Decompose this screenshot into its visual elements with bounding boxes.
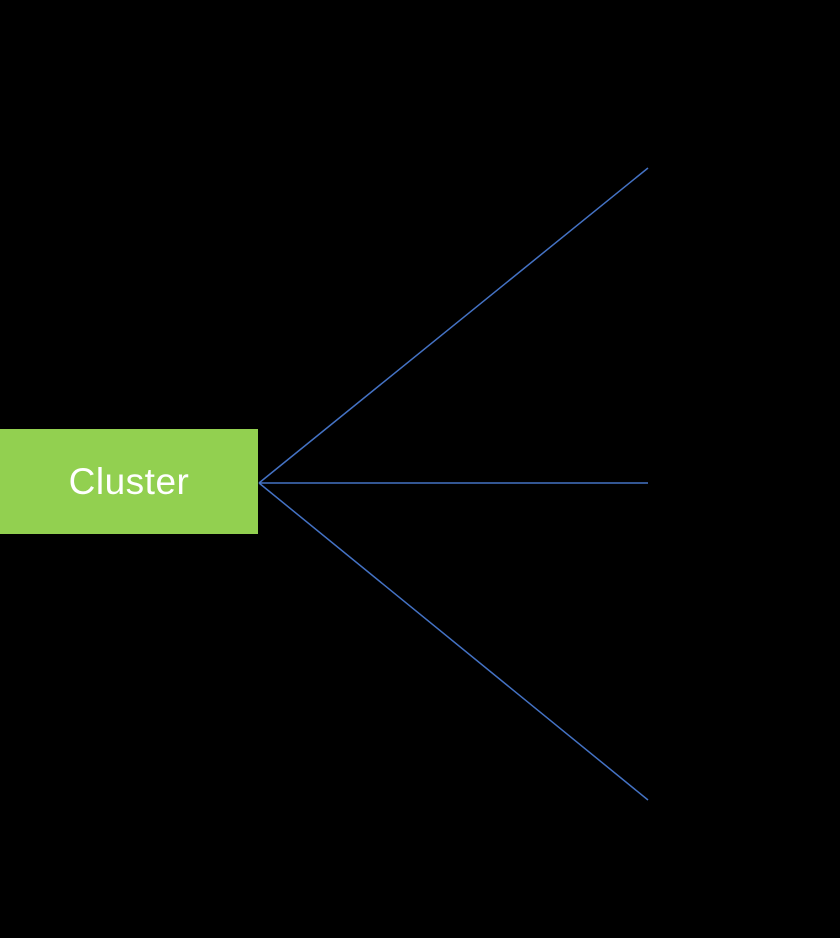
cluster-node[interactable]: Cluster [0, 429, 258, 534]
cluster-node-label: Cluster [68, 461, 190, 502]
